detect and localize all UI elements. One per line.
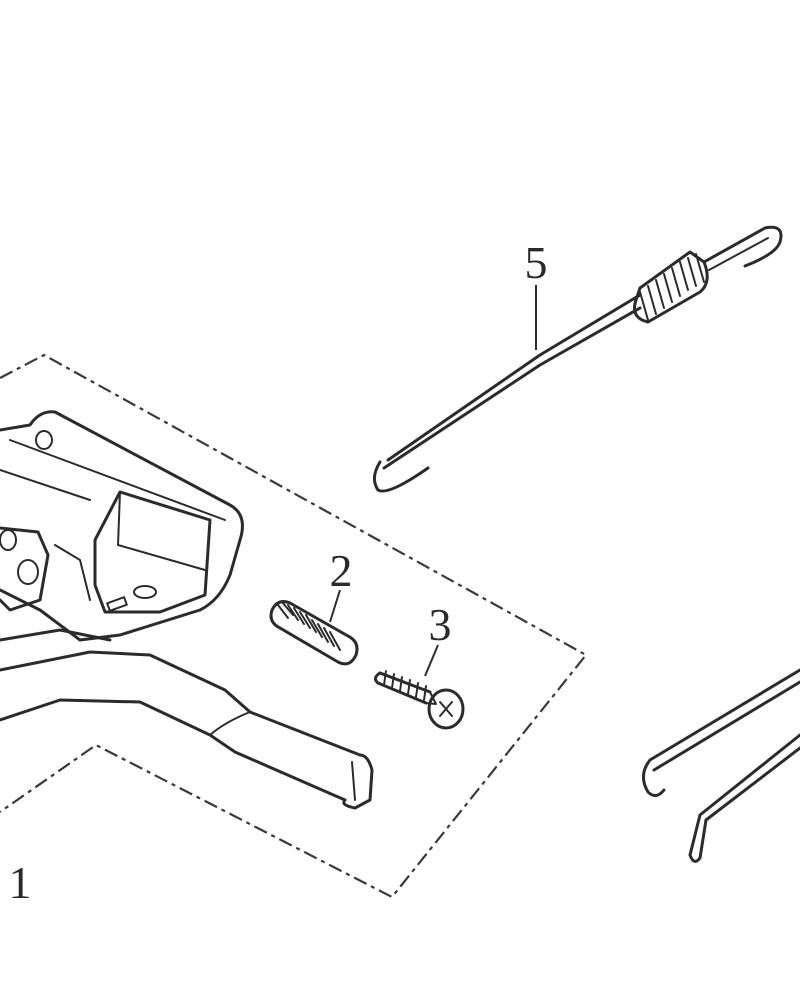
part-5-spring-rod <box>373 225 783 493</box>
callout-part-1: 1 <box>9 857 32 908</box>
leader-lines <box>329 285 537 677</box>
part-1-control-lever-assembly <box>0 410 374 810</box>
callout-part-3: 3 <box>429 599 452 650</box>
part-2-spring <box>269 600 359 666</box>
part-3-screw <box>373 670 465 730</box>
callout-part-5: 5 <box>525 237 548 288</box>
assembly-outline <box>0 353 588 899</box>
partial-rods-right <box>642 668 800 863</box>
callout-part-2: 2 <box>330 545 353 596</box>
